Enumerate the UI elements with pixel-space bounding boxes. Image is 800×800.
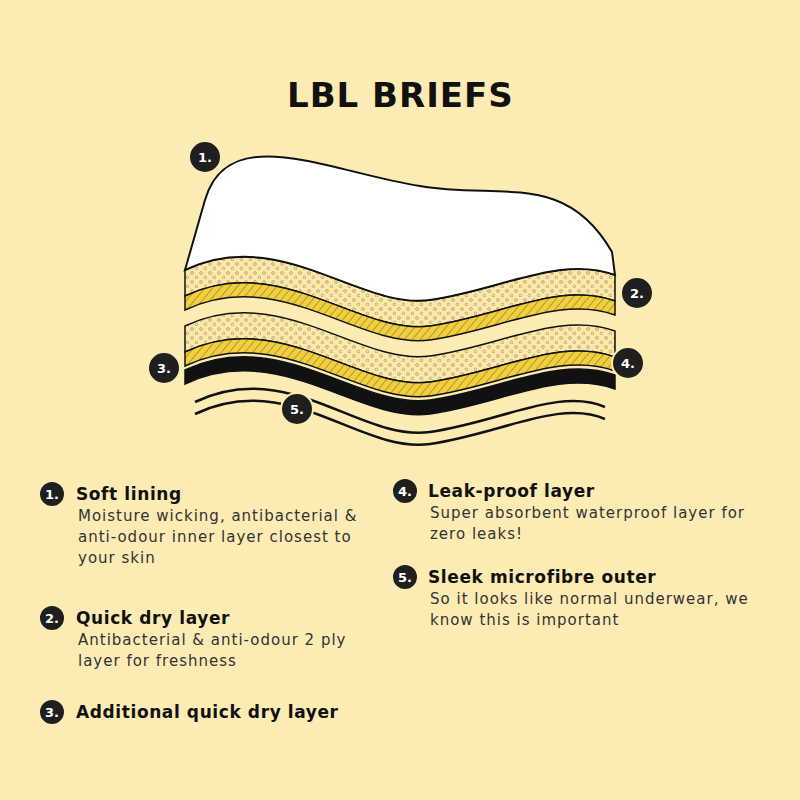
layer-description: Moisture wicking, antibacterial & anti-o…	[78, 506, 383, 569]
callout-number: 3.	[38, 698, 66, 726]
layer-heading: Additional quick dry layer	[76, 702, 339, 722]
callout-text: 2.	[630, 286, 644, 301]
callout-number: 1.	[188, 140, 222, 174]
callout-text: 3.	[45, 705, 59, 720]
layer-heading: Soft lining	[76, 484, 182, 504]
callout-number: 4.	[391, 477, 419, 505]
callout-text: 5.	[290, 402, 304, 417]
layer-heading: Sleek microfibre outer	[428, 567, 656, 587]
layer-description: Antibacterial & anti-odour 2 ply layer f…	[78, 630, 383, 672]
callout-number: 5.	[280, 392, 314, 426]
callout-number: 2.	[620, 276, 654, 310]
soft-lining-sheet	[185, 156, 615, 300]
callout-number: 4.	[611, 346, 645, 380]
title: LBL BRIEFS	[287, 75, 514, 115]
callout-text: 1.	[198, 150, 212, 165]
layer-heading: Quick dry layer	[76, 608, 230, 628]
callout-text: 5.	[398, 570, 412, 585]
callout-text: 4.	[398, 484, 412, 499]
callout-text: 1.	[45, 487, 59, 502]
callout-number: 2.	[38, 604, 66, 632]
callout-number: 3.	[147, 351, 181, 385]
callout-number: 5.	[391, 563, 419, 591]
callout-number: 1.	[38, 480, 66, 508]
layer-description: So it looks like normal underwear, we kn…	[430, 589, 775, 631]
callout-text: 2.	[45, 611, 59, 626]
layer-heading: Leak-proof layer	[428, 481, 595, 501]
layer-description: Super absorbent waterproof layer for zer…	[430, 503, 775, 545]
callout-text: 3.	[157, 361, 171, 376]
outer-lines	[195, 389, 605, 445]
callout-text: 4.	[621, 356, 635, 371]
